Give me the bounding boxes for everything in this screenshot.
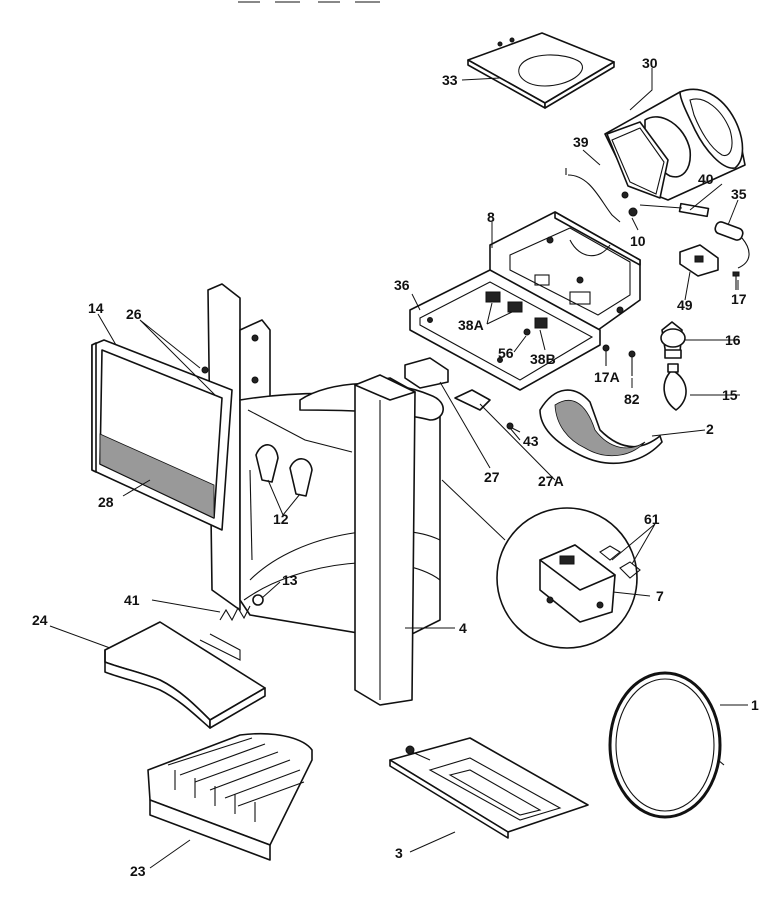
- cable-35: [714, 221, 750, 269]
- washer-13: [252, 594, 264, 606]
- screw-17: [732, 271, 740, 290]
- bulb-15: [663, 363, 687, 411]
- fasteners-10: [621, 191, 638, 217]
- label-28: 28: [98, 494, 114, 510]
- label-3: 3: [395, 845, 403, 861]
- label-35: 35: [731, 186, 747, 202]
- rod-40: [639, 202, 710, 218]
- part-38b: [534, 317, 548, 329]
- label-23: 23: [130, 863, 146, 879]
- leader-lines: [49, 68, 748, 869]
- bracket-27: [404, 357, 449, 389]
- screw-56: [523, 328, 531, 336]
- label-40: 40: [698, 171, 714, 187]
- part-38a: [485, 291, 501, 303]
- socket-16: [660, 321, 686, 359]
- label-26: 26: [126, 306, 142, 322]
- screw-43: [506, 422, 521, 433]
- label-1: 1: [751, 697, 759, 713]
- inset-detail: [496, 507, 641, 649]
- label-61: 61: [644, 511, 660, 527]
- screw-26a: [201, 366, 209, 374]
- gasket-1: [608, 671, 725, 819]
- duct-housing-30: [604, 88, 746, 201]
- grill-23: [147, 732, 313, 861]
- label-15: 15: [722, 387, 738, 403]
- label-16: 16: [725, 332, 741, 348]
- panel-14: [91, 339, 233, 531]
- label-27: 27: [484, 469, 500, 485]
- label-43: 43: [523, 433, 539, 449]
- label-2: 2: [706, 421, 714, 437]
- label-30: 30: [642, 55, 658, 71]
- housing-4: [239, 374, 444, 706]
- label-49: 49: [677, 297, 693, 313]
- label-33: 33: [442, 72, 458, 88]
- heater-3: [389, 737, 589, 839]
- label-56: 56: [498, 345, 514, 361]
- label-13: 13: [282, 572, 298, 588]
- label-14: 14: [88, 300, 104, 316]
- label-8: 8: [487, 209, 495, 225]
- shield-2: [539, 389, 663, 465]
- label-4: 4: [459, 620, 467, 636]
- panel-36: [409, 269, 601, 391]
- label-12: 12: [273, 511, 289, 527]
- rod-39: [567, 174, 621, 223]
- label-39: 39: [573, 134, 589, 150]
- tray-24: [104, 621, 266, 729]
- switch-49: [679, 244, 719, 277]
- plate-33: [467, 32, 615, 109]
- label-27a: 27A: [538, 473, 564, 489]
- label-82: 82: [624, 391, 640, 407]
- screw-82: [628, 350, 636, 376]
- label-38a: 38A: [458, 317, 484, 333]
- bracket-27a: [454, 389, 491, 411]
- spring-41: [219, 594, 264, 622]
- levers-12: [255, 444, 313, 497]
- label-7: 7: [656, 588, 664, 604]
- label-38b: 38B: [530, 351, 556, 367]
- part-labels: 33 30 39 40 35 10 8 36 49 17 14 26 38A 5…: [32, 55, 759, 879]
- label-36: 36: [394, 277, 410, 293]
- label-17a: 17A: [594, 369, 620, 385]
- label-41: 41: [124, 592, 140, 608]
- label-17: 17: [731, 291, 747, 307]
- label-24: 24: [32, 612, 48, 628]
- label-10: 10: [630, 233, 646, 249]
